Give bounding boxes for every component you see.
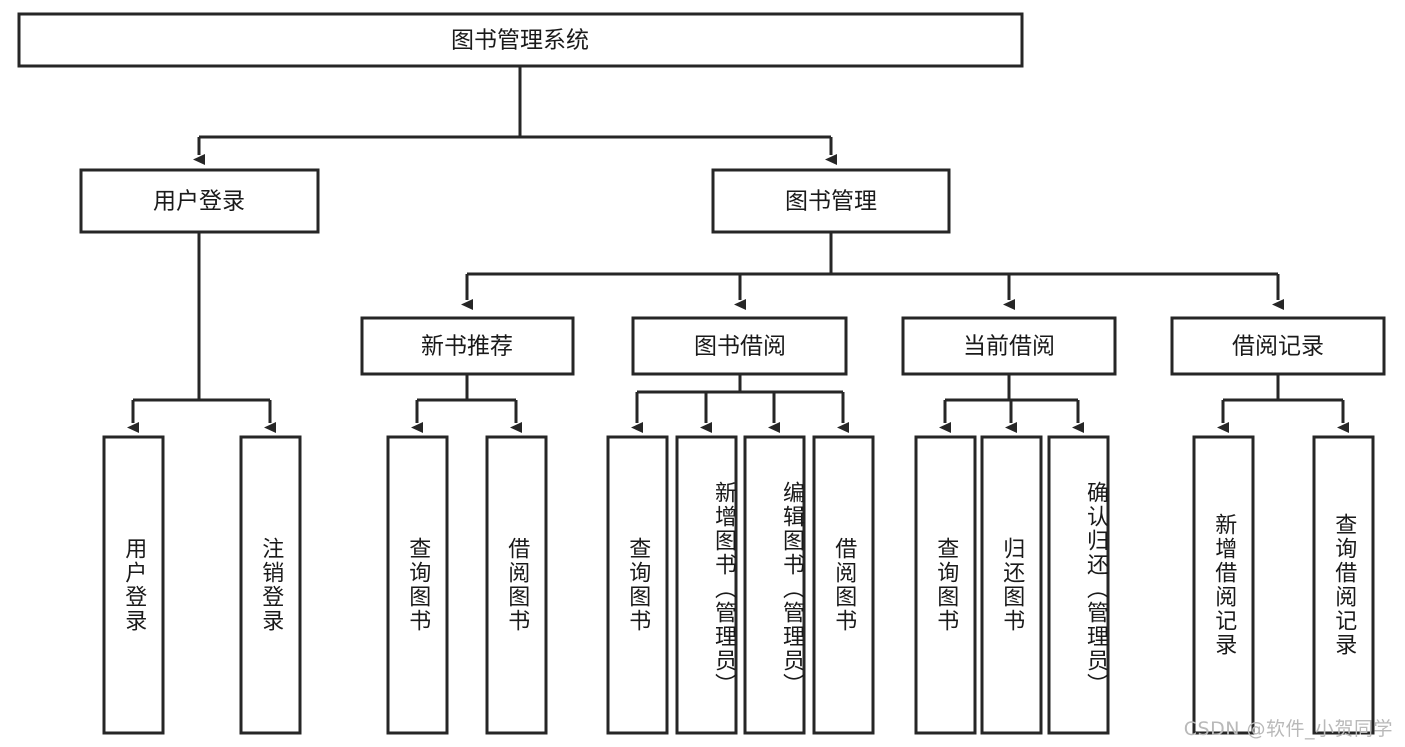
node-layer: 图书管理系统 用户登录 图书管理 新书推荐 图书借阅 (17, 12, 1386, 735)
leaf-box-user-login[interactable] (102, 435, 165, 735)
node-book-borrow-box[interactable] (631, 316, 848, 376)
node-current-borrow-box[interactable] (901, 316, 1117, 376)
leaf-box-edit-book-admin[interactable] (743, 435, 806, 735)
leaf-box-query-book-borrow[interactable] (606, 435, 669, 735)
node-borrow-record-label: 借阅记录 (1232, 334, 1324, 360)
node-root-label: 图书管理系统 (451, 28, 589, 54)
node-borrow-record[interactable]: 借阅记录 (1170, 316, 1386, 376)
node-current-borrow[interactable]: 当前借阅 (901, 316, 1117, 376)
leaf-box-borrow-book-borrow[interactable] (812, 435, 875, 735)
leaf-box-borrow-book-newbook[interactable] (485, 435, 548, 735)
node-user-login[interactable]: 用户登录 (79, 168, 320, 234)
node-user-login-label: 用户登录 (153, 189, 245, 215)
node-book-borrow-label: 图书借阅 (694, 334, 786, 360)
leaf-box-query-borrow-record[interactable] (1312, 435, 1375, 735)
node-current-borrow-label: 当前借阅 (963, 334, 1055, 360)
node-new-book-recommend-box[interactable] (360, 316, 575, 376)
leaf-box-add-borrow-record[interactable] (1192, 435, 1255, 735)
leaf-box-logout[interactable] (239, 435, 302, 735)
leaf-box-confirm-return-admin[interactable] (1047, 435, 1110, 735)
node-new-book-recommend[interactable]: 新书推荐 (360, 316, 575, 376)
node-root[interactable]: 图书管理系统 (17, 12, 1024, 68)
node-root-box[interactable] (17, 12, 1024, 68)
leaf-box-query-book-newbook[interactable] (386, 435, 449, 735)
node-book-borrow[interactable]: 图书借阅 (631, 316, 848, 376)
node-book-management-label: 图书管理 (785, 189, 877, 215)
leaf-box-query-book-current[interactable] (914, 435, 977, 735)
connector-layer (127, 66, 1349, 433)
csdn-watermark: CSDN @软件_小贺同学 (1183, 718, 1393, 740)
node-book-management-box[interactable] (711, 168, 951, 234)
node-user-login-box[interactable] (79, 168, 320, 234)
node-new-book-recommend-label: 新书推荐 (421, 334, 513, 360)
leaf-box-add-book-admin[interactable] (675, 435, 738, 735)
leaf-box-return-book[interactable] (980, 435, 1043, 735)
node-book-management[interactable]: 图书管理 (711, 168, 951, 234)
node-borrow-record-box[interactable] (1170, 316, 1386, 376)
